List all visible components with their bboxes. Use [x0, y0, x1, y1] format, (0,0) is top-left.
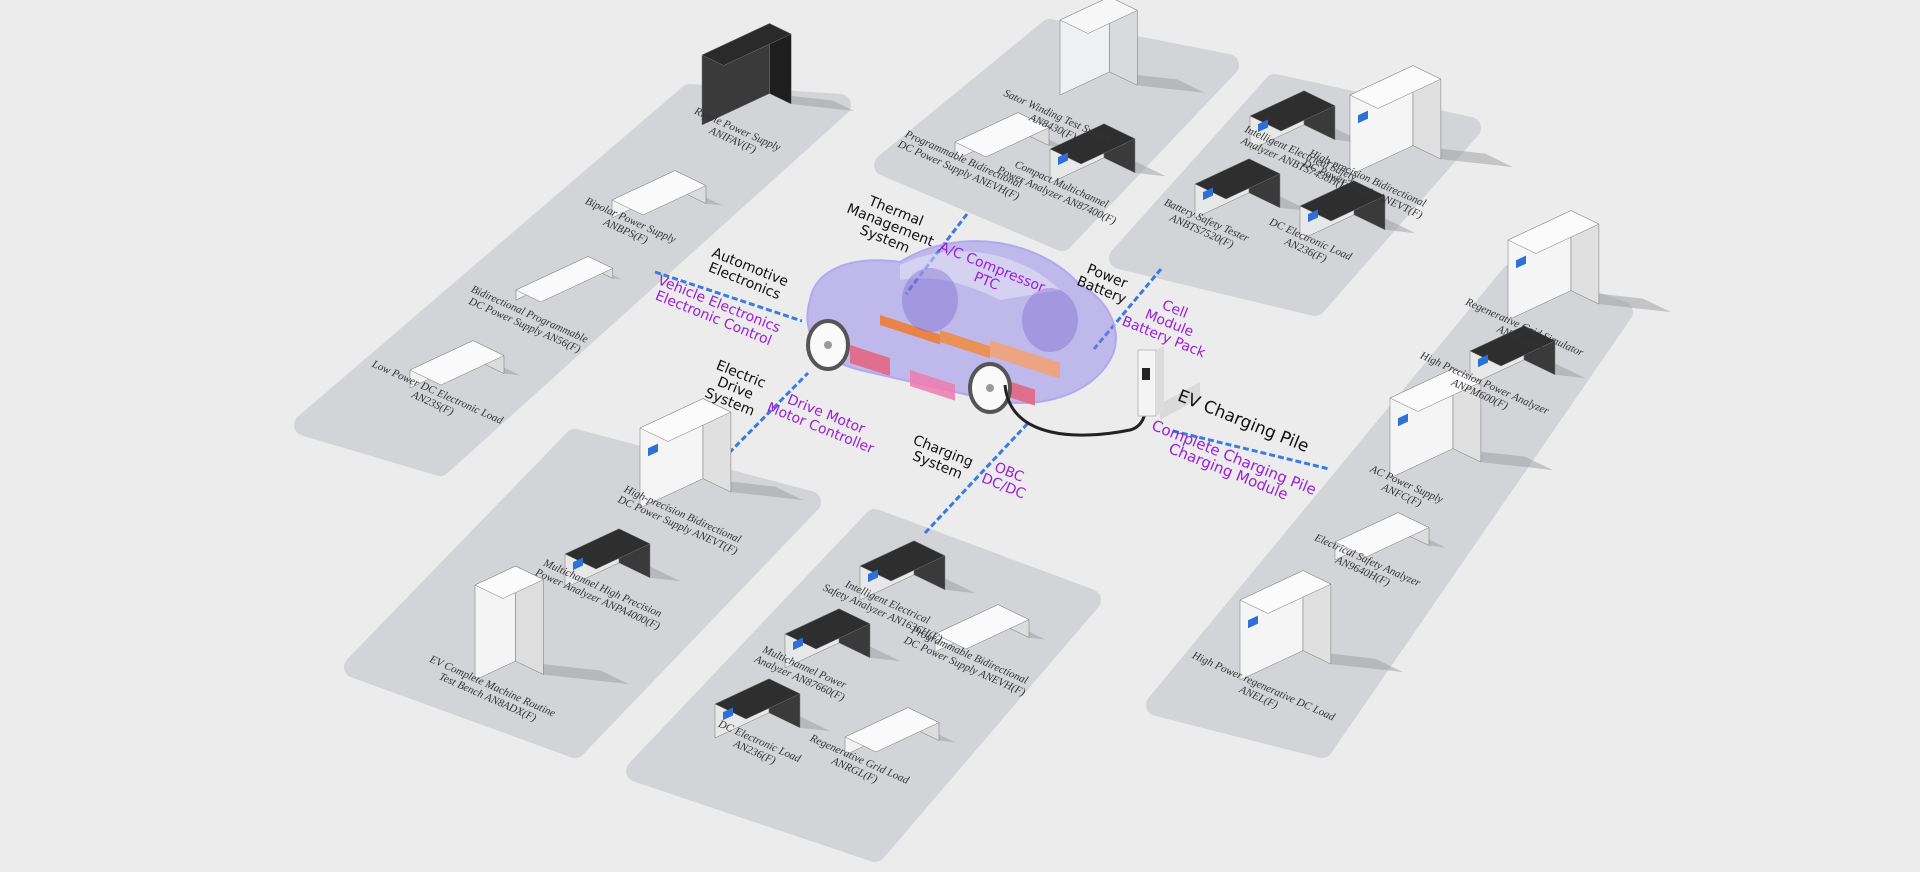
display-screen-icon: [648, 443, 658, 457]
product-device-icon[interactable]: [564, 528, 681, 589]
display-screen-icon: [1516, 255, 1526, 269]
product-device-icon[interactable]: [1349, 65, 1513, 176]
display-screen-icon: [573, 557, 583, 571]
display-screen-icon: [1203, 187, 1213, 201]
product-device-icon[interactable]: [714, 678, 831, 739]
divider-line-thermal: [904, 213, 969, 295]
product-device-icon[interactable]: [701, 23, 855, 126]
product-device-icon[interactable]: [409, 340, 521, 389]
product-device-icon[interactable]: [1239, 570, 1403, 681]
product-device-icon[interactable]: [1194, 158, 1311, 219]
product-device-icon[interactable]: [1299, 180, 1416, 241]
product-device-icon[interactable]: [1049, 123, 1166, 184]
product-device-icon[interactable]: [1334, 512, 1446, 561]
panel-electric-drive: [344, 429, 821, 758]
product-device-icon[interactable]: [611, 170, 723, 219]
product-device-icon[interactable]: [1507, 210, 1671, 321]
display-screen-icon: [1478, 354, 1488, 368]
display-screen-icon: [1258, 119, 1268, 133]
display-screen-icon: [723, 707, 733, 721]
divider-line-drive: [727, 371, 810, 455]
product-device-icon[interactable]: [844, 707, 956, 756]
display-screen-icon: [1398, 413, 1408, 427]
display-screen-icon: [793, 637, 803, 651]
divider-line-charging: [923, 420, 1031, 535]
charging-pile-icon: [1137, 346, 1200, 420]
product-device-icon[interactable]: [639, 398, 803, 509]
product-device-icon[interactable]: [515, 256, 622, 303]
product-device-icon[interactable]: [784, 608, 901, 669]
divider-line-automotive: [654, 270, 803, 323]
product-device-icon[interactable]: [859, 540, 976, 601]
product-device-icon[interactable]: [934, 604, 1046, 653]
display-screen-icon: [868, 569, 878, 583]
product-device-icon[interactable]: [474, 565, 629, 685]
display-screen-icon: [1248, 615, 1258, 629]
product-device-icon[interactable]: [1469, 325, 1586, 386]
display-screen-icon: [1308, 209, 1318, 223]
product-device-icon[interactable]: [954, 112, 1066, 161]
display-screen-icon: [1358, 110, 1368, 124]
product-device-icon[interactable]: [1249, 90, 1366, 151]
product-device-icon[interactable]: [1389, 368, 1553, 479]
divider-line-battery: [1092, 268, 1163, 350]
display-screen-icon: [1058, 152, 1068, 166]
product-device-icon[interactable]: [1059, 0, 1205, 96]
panel-charging-system: [626, 509, 1101, 862]
